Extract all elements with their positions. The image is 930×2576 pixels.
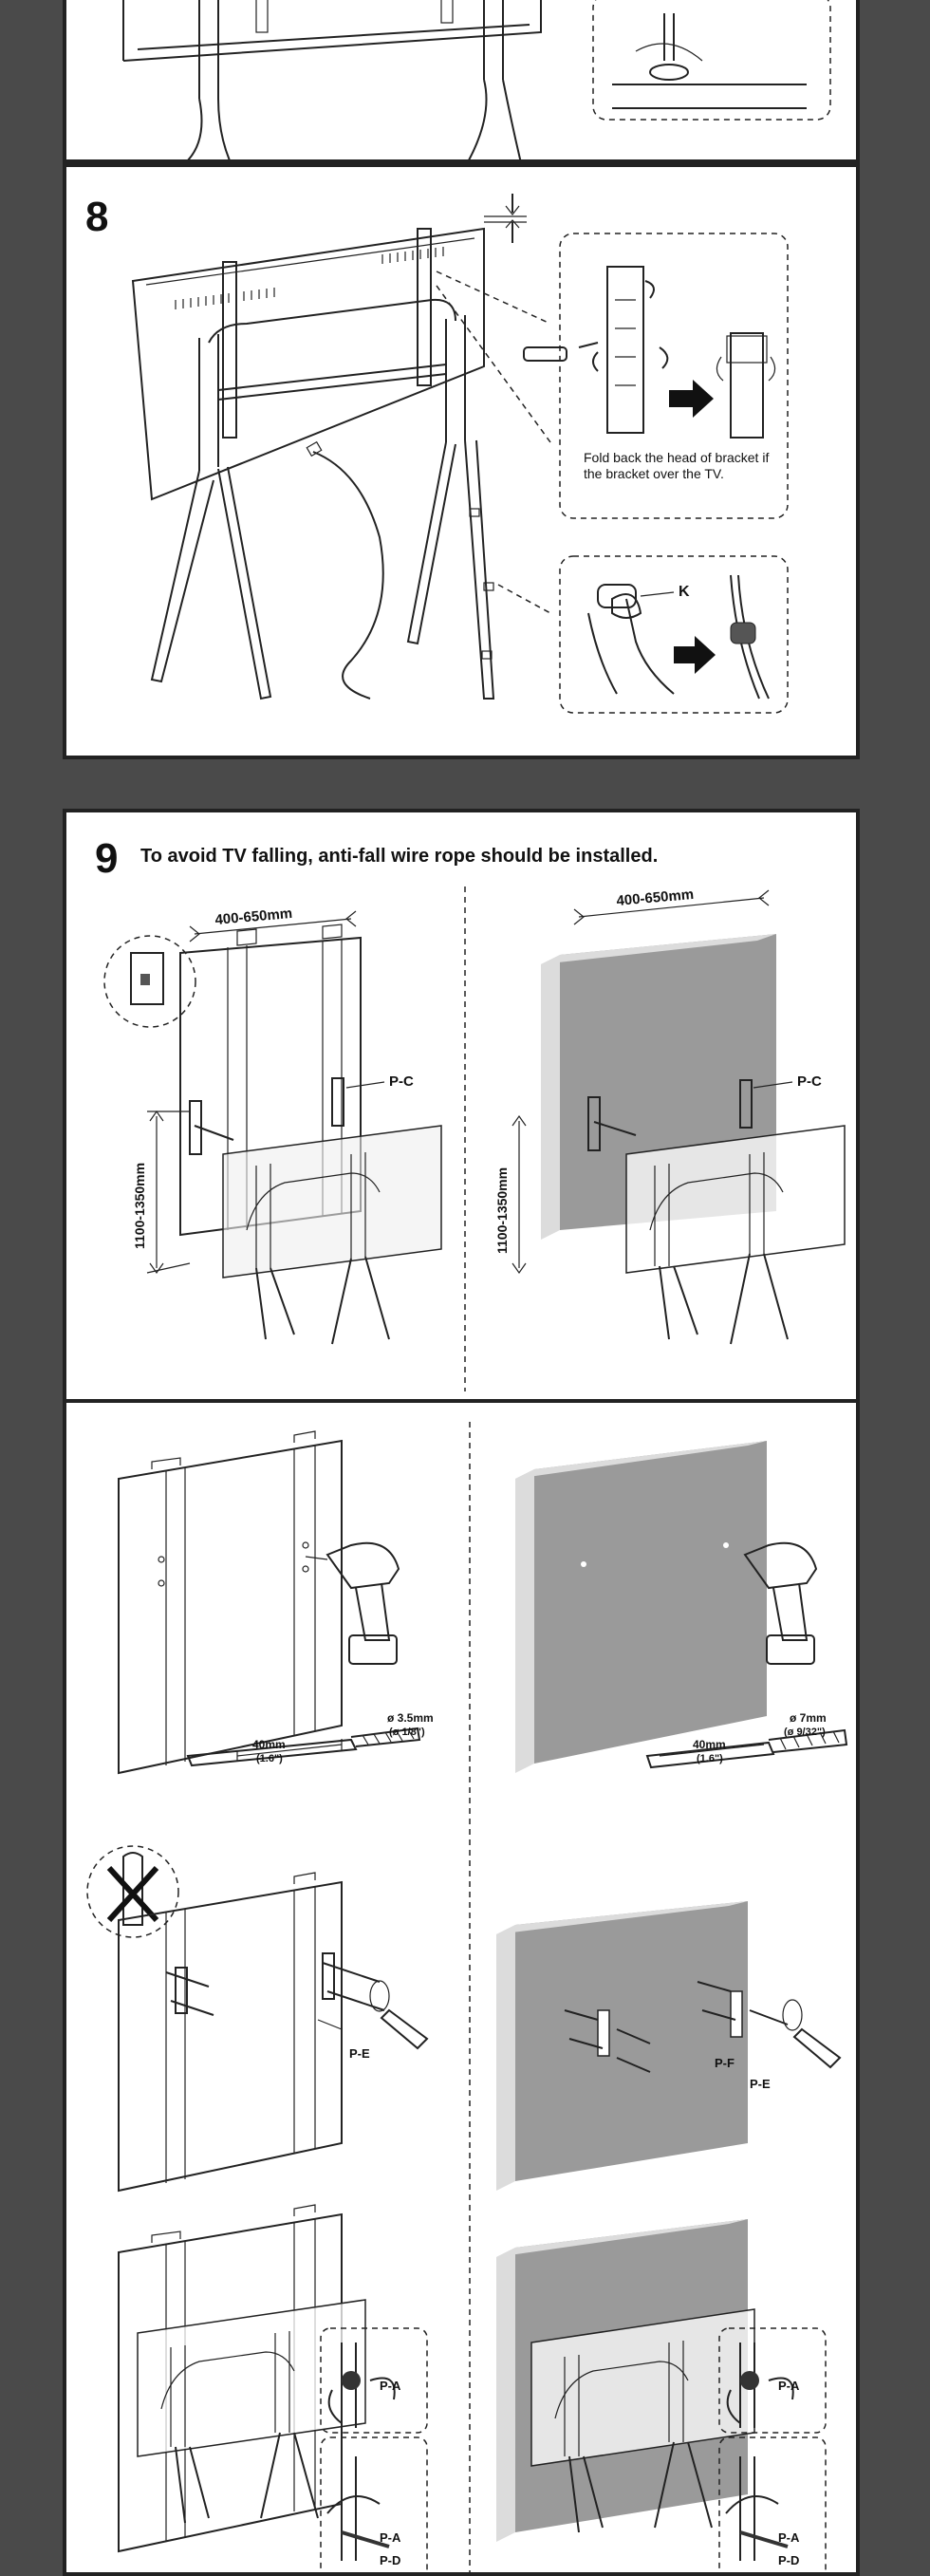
step-8-illustration: K (131, 194, 789, 714)
drill-inch-right: (ø 9/32") (784, 1727, 826, 1738)
drill-size-left: ø 3.5mm (387, 1711, 434, 1725)
label-pe-right: P-E (750, 2077, 771, 2091)
step-8-panel: 8 (63, 163, 860, 759)
depth-inch-left: (1.6") (256, 1753, 283, 1764)
depth-label-left: 40mm (252, 1738, 286, 1751)
height-label-left: 1100-1350mm (132, 1163, 147, 1249)
fold-back-note: Fold back the head of bracket if the bra… (584, 450, 770, 481)
label-pa-right-2: P-A (778, 2530, 800, 2545)
label-pc-right: P-C (797, 1073, 822, 1090)
step-7-panel (63, 0, 860, 163)
label-pa-left-1: P-A (380, 2379, 401, 2393)
drill-size-right: ø 7mm (790, 1711, 827, 1725)
step-9-panel: 9 To avoid TV falling, anti-fall wire ro… (63, 809, 860, 1407)
label-pe-left: P-E (349, 2046, 370, 2061)
step-10-illustration: 40mm (1.6") ø 3.5mm (ø 1/8") 40mm (1.6")… (86, 1422, 848, 2572)
label-pa-right-1: P-A (778, 2379, 800, 2393)
step-9-illustration: 400-650mm 400-650mm 1100-1350mm 1100-135… (103, 887, 846, 1391)
step-10-panel: 40mm (1.6") ø 3.5mm (ø 1/8") 40mm (1.6")… (63, 1399, 860, 2576)
label-pa-left-2: P-A (380, 2530, 401, 2545)
depth-inch-right: (1.6") (697, 1753, 723, 1764)
drill-inch-left: (ø 1/8") (389, 1727, 425, 1738)
height-label-right: 1100-1350mm (494, 1167, 510, 1254)
label-k: K (679, 584, 690, 600)
step-number: 8 (85, 194, 109, 240)
depth-label-right: 40mm (693, 1738, 726, 1751)
step-number: 9 (95, 835, 119, 882)
width-label-left: 400-650mm (214, 905, 293, 928)
label-pc-left: P-C (389, 1073, 414, 1090)
step-heading: To avoid TV falling, anti-fall wire rope… (140, 846, 659, 867)
label-pf-right: P-F (715, 2056, 735, 2070)
step-7-illustration (122, 0, 831, 159)
